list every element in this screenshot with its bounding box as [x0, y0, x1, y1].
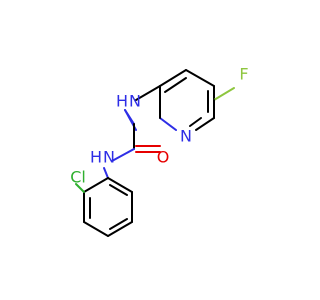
bond-phenyl-c4-c5 — [107, 221, 133, 237]
atom-oxygen-label: O — [157, 148, 170, 167]
atom-fluorine-label: F — [239, 65, 248, 84]
bond-phenyl-c1-c6 — [107, 177, 133, 193]
bond-phenyl-c4-c5-inner — [109, 218, 128, 230]
bond-pyridine-c5-f — [213, 87, 235, 101]
atom-upper-hydrogen-label: H — [116, 92, 128, 111]
atom-upper-nitrogen-label: N — [129, 92, 141, 111]
bond-pyridine-c3-c4 — [185, 69, 215, 87]
atom-labels: F N H N H N O Cl — [70, 65, 248, 187]
atom-pyridine-nitrogen-label: N — [180, 127, 192, 146]
bond-phenyl-c6-c1-inner — [109, 184, 128, 196]
atom-lower-nitrogen-label: N — [103, 148, 115, 167]
bond-pyridine-c2-c3 — [159, 69, 187, 87]
bond-phenyl-c3-c4 — [83, 221, 109, 237]
molecule-structure: F N H N H N O Cl — [70, 65, 249, 237]
bond-pyridine-c2-c3-inner — [164, 77, 187, 93]
bond-carbonyl-lower-n — [111, 148, 135, 162]
bond-phenyl-c2-cl — [75, 183, 85, 193]
bond-pyridine-c6-n1 — [195, 117, 215, 131]
bond-lower-n-phenyl — [103, 167, 109, 179]
bond-pyridine-c2-upper-n — [135, 85, 161, 101]
bond-upper-n-to-carbonyl-carbon — [124, 109, 135, 125]
bonds — [75, 69, 235, 237]
bond-pyridine-n1-c2 — [159, 117, 177, 131]
bond-pyridine-c6-n1-inner — [189, 117, 202, 127]
bond-phenyl-c1-c2 — [83, 177, 109, 193]
atom-lower-hydrogen-label: H — [90, 148, 102, 167]
atom-chlorine-label: Cl — [70, 168, 86, 187]
